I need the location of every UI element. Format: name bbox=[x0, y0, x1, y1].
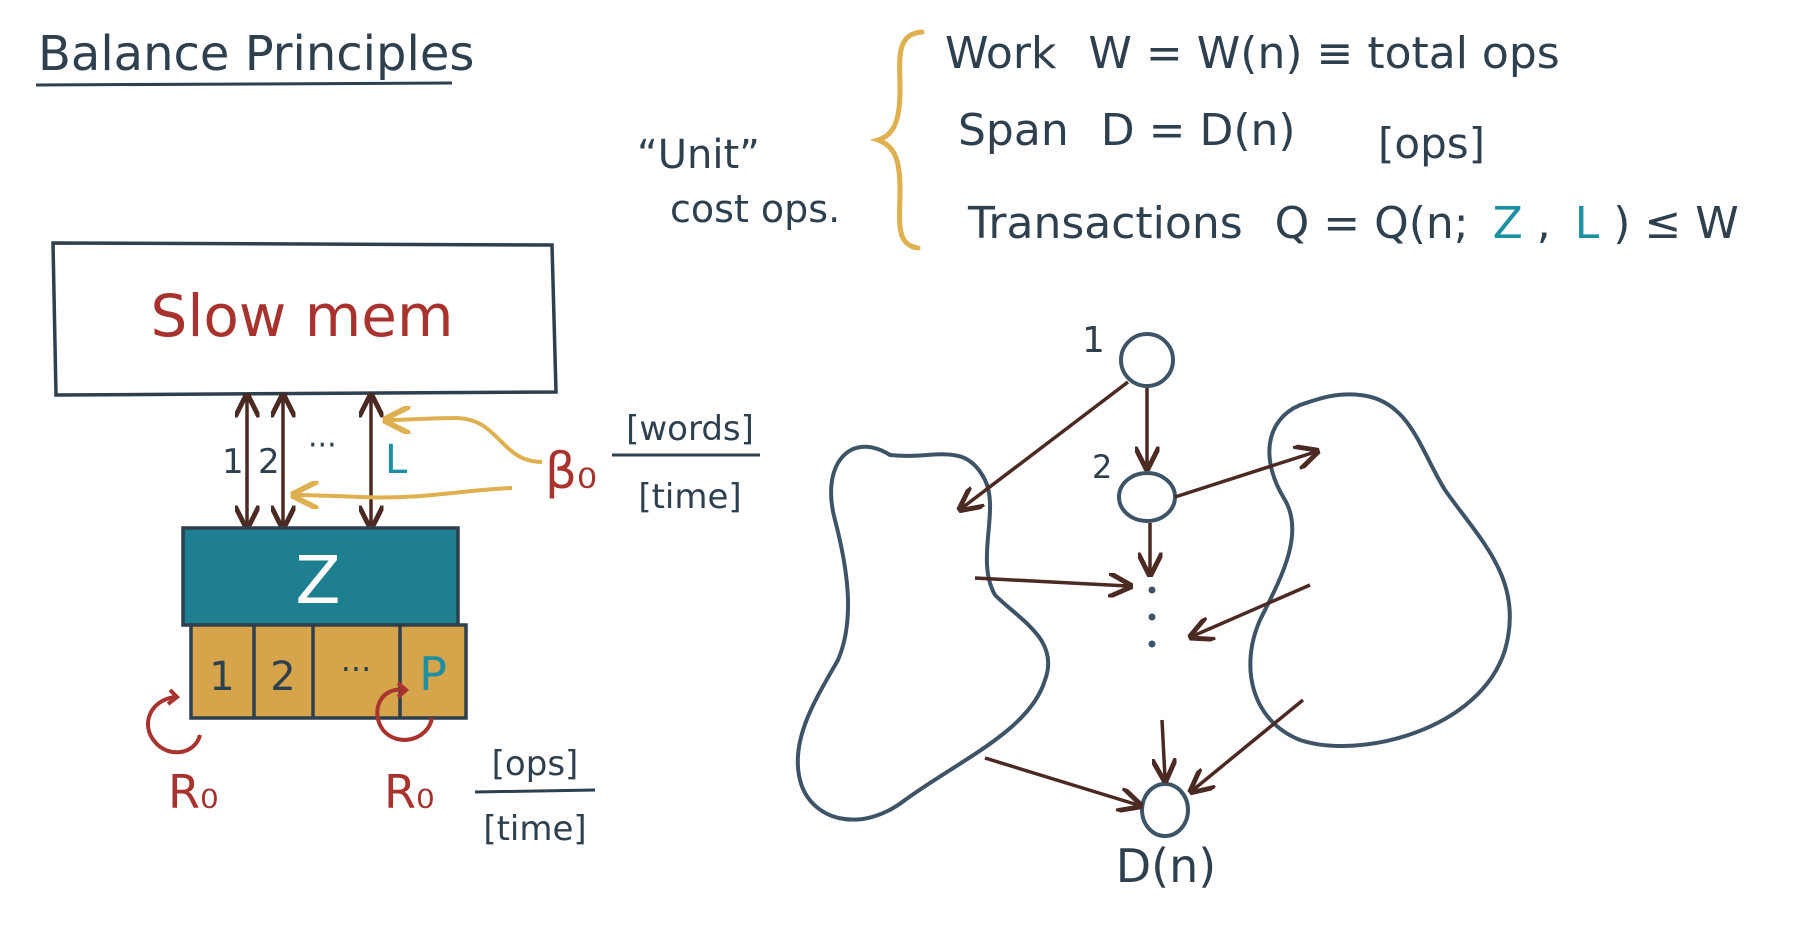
bandwidth-units: [words] [time] bbox=[612, 409, 760, 517]
title-group: Balance Principles bbox=[35, 26, 474, 87]
rate-fraction-bar bbox=[474, 788, 596, 794]
work-label: Work bbox=[945, 28, 1057, 79]
bandwidth-curve-lower bbox=[296, 488, 513, 498]
edge-left-blob-to-bottom bbox=[984, 756, 1138, 805]
processor-1-label: 1 bbox=[209, 654, 234, 700]
transactions-l: L bbox=[1575, 198, 1600, 249]
processor-bank bbox=[189, 623, 468, 720]
transactions-comma: , bbox=[1537, 198, 1551, 249]
transactions-expr-suffix: ) ≤ W bbox=[1613, 198, 1739, 249]
rate-loop-left bbox=[145, 695, 202, 755]
bandwidth-unit-numerator: [words] bbox=[626, 409, 754, 449]
definitions: Work W = W(n) ≡ total ops Span D = D(n) … bbox=[945, 28, 1739, 249]
dag-node-second bbox=[1117, 471, 1177, 523]
rate-label-left: R₀ bbox=[168, 765, 218, 819]
edge-second-to-right-blob bbox=[1174, 452, 1315, 499]
span-definition: Span D = D(n) bbox=[958, 105, 1296, 156]
edge-top-to-left-blob bbox=[962, 380, 1130, 508]
subgraph-blob-left bbox=[795, 444, 1051, 822]
rate-loop-left-head bbox=[166, 688, 181, 706]
work-expr: W = W(n) ≡ total ops bbox=[1088, 28, 1559, 79]
transactions-expr-prefix: Q = Q(n; bbox=[1275, 198, 1469, 249]
processor-2-label: 2 bbox=[270, 654, 295, 700]
transactions-z: Z bbox=[1493, 198, 1523, 249]
edge-left-blob-to-middle bbox=[974, 578, 1128, 586]
dag-dot-1 bbox=[1148, 586, 1156, 594]
transactions-definition: Transactions Q = Q(n; Z , L ) ≤ W bbox=[967, 198, 1739, 249]
fast-memory-label: Z bbox=[295, 542, 340, 619]
dag-node-bottom-label: D(n) bbox=[1116, 839, 1216, 893]
rate-loop-right-head bbox=[396, 681, 410, 699]
rate-unit-numerator: [ops] bbox=[492, 744, 579, 784]
rate-units: [ops] [time] bbox=[474, 744, 596, 849]
dag-dot-2 bbox=[1148, 613, 1156, 621]
dag-node-second-label: 2 bbox=[1092, 448, 1112, 486]
span-unit: [ops] bbox=[1378, 119, 1485, 168]
channel-labels: 1 2 ··· L bbox=[222, 428, 408, 483]
dag-edges bbox=[962, 380, 1315, 805]
dag-ellipsis bbox=[1148, 586, 1156, 648]
curly-brace bbox=[869, 29, 925, 251]
processor-ellipsis-label: ··· bbox=[341, 650, 372, 688]
channel-2-label: 2 bbox=[258, 442, 280, 482]
processor-p-label: P bbox=[419, 647, 447, 701]
span-expr: D = D(n) bbox=[1101, 105, 1296, 156]
dag: 1 2 D(n) bbox=[795, 320, 1512, 893]
channel-l-label: L bbox=[385, 437, 408, 483]
span-label: Span bbox=[958, 105, 1069, 156]
title-underline bbox=[35, 81, 453, 87]
rate-label-right: R₀ bbox=[384, 765, 434, 819]
processors: 1 2 ··· P bbox=[189, 623, 468, 720]
memory-channels bbox=[247, 398, 371, 525]
unit-cost-label: “Unit” cost ops. bbox=[637, 132, 840, 231]
rate-loops bbox=[145, 681, 434, 755]
bandwidth-unit-denominator: [time] bbox=[638, 477, 741, 517]
unit-label-line2: cost ops. bbox=[670, 187, 840, 231]
dag-node-top-label: 1 bbox=[1082, 320, 1105, 361]
bandwidth-curve-upper bbox=[388, 418, 543, 464]
edge-right-blob-to-middle bbox=[1193, 583, 1311, 636]
dag-dot-3 bbox=[1148, 640, 1156, 648]
work-definition: Work W = W(n) ≡ total ops bbox=[945, 28, 1560, 79]
unit-label-line1: “Unit” bbox=[637, 132, 760, 178]
edge-right-blob-to-bottom bbox=[1193, 698, 1305, 790]
subgraph-blob-right bbox=[1248, 392, 1512, 748]
channel-1-label: 1 bbox=[222, 442, 244, 482]
fast-memory: Z bbox=[181, 526, 460, 627]
bandwidth-curves bbox=[296, 418, 543, 498]
slow-memory-label: Slow mem bbox=[151, 282, 454, 350]
page-title: Balance Principles bbox=[38, 26, 474, 82]
slow-memory: Slow mem bbox=[51, 241, 558, 397]
slow-memory-box bbox=[51, 241, 558, 397]
edge-middle-to-bottom bbox=[1162, 719, 1165, 778]
bandwidth-beta0: β₀ bbox=[545, 442, 597, 500]
dag-node-bottom bbox=[1140, 782, 1190, 838]
rate-unit-denominator: [time] bbox=[483, 809, 586, 849]
dag-node-top bbox=[1119, 332, 1175, 388]
rate-loop-right bbox=[375, 687, 434, 742]
transactions-label: Transactions bbox=[967, 198, 1243, 249]
channel-ellipsis-label: ··· bbox=[308, 428, 337, 463]
